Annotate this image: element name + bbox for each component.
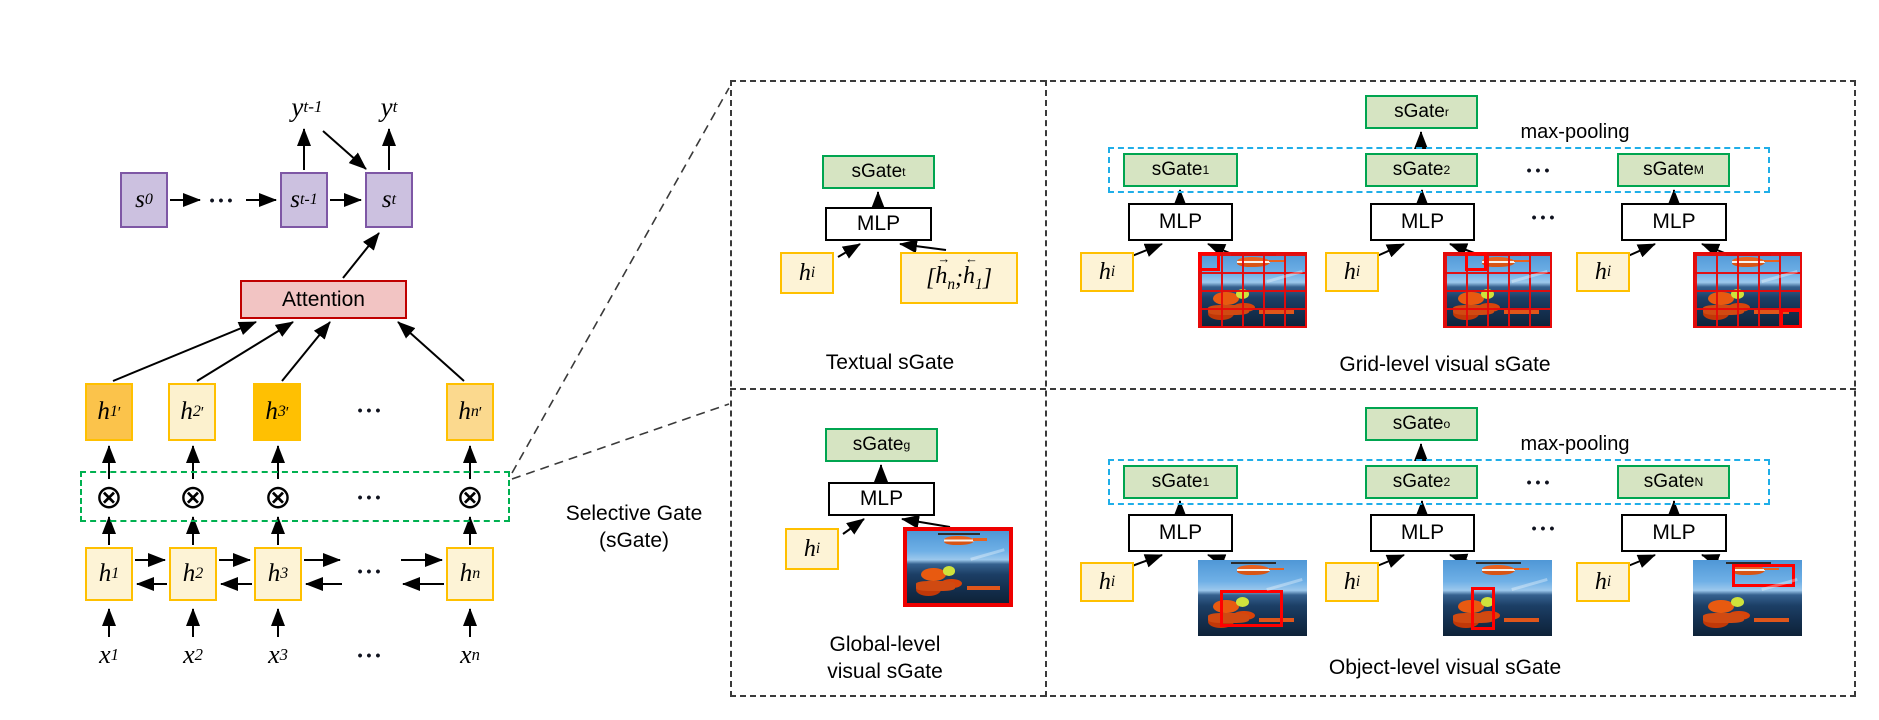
selective-gate-label: Selective Gate (sGate) (565, 502, 703, 552)
raft-shape (1702, 613, 1745, 624)
ellipsis-gates: ••• (357, 489, 385, 505)
attention-block: Attention (240, 280, 407, 319)
global-mlp: MLP (828, 482, 935, 516)
object-bounding-box (1219, 590, 1284, 627)
helicopter-shape (1726, 562, 1779, 576)
grid-mlp-1: MLP (1128, 203, 1233, 241)
grid-panel-caption: Grid-level visual sGate (1339, 352, 1551, 376)
grid-image-2 (1443, 252, 1552, 328)
panel-horizontal-divider (730, 388, 1856, 390)
lifejacket-shape (921, 568, 946, 582)
lifejacket-shape (1213, 599, 1240, 614)
textual-panel-caption: Textual sGate (825, 350, 955, 374)
multiply-gate-icon: ⊗ (264, 478, 292, 515)
helicopter-shape (1476, 562, 1529, 576)
helicopter-shape (1231, 562, 1284, 576)
textual-concat-node: [→hn;←h1] (900, 251, 1018, 304)
ellipsis-object-mlps: ••• (1531, 520, 1559, 536)
grid-overlay (1443, 252, 1552, 328)
ellipsis-decoder: ••• (209, 192, 237, 208)
helicopter-shape (938, 533, 987, 546)
object-pooling-dashed-box (1108, 459, 1770, 505)
grid-pooling-dashed-box (1108, 147, 1770, 193)
object-image-1 (1198, 560, 1307, 636)
global-image (903, 527, 1013, 607)
ellipsis-object-gates: ••• (1526, 474, 1554, 490)
left-vector-arrow-icon: ← (965, 251, 978, 267)
right-vector-arrow-icon: → (937, 251, 951, 267)
highlighted-grid-cell (1198, 252, 1220, 271)
grid-maxpooling-label: max-pooling (1520, 120, 1630, 143)
grid-image-3 (1693, 252, 1802, 328)
ellipsis-inputs: ••• (357, 647, 385, 663)
buoy-shape (1236, 597, 1250, 608)
object-image-3 (1693, 560, 1802, 636)
ellipsis-grid-mlps: ••• (1531, 209, 1559, 225)
object-mlp-2: MLP (1370, 514, 1475, 552)
ellipsis-grid-gates: ••• (1526, 162, 1554, 178)
selective-gate-dashed-box (80, 471, 510, 522)
buoy-shape (1481, 597, 1495, 608)
object-image-2 (1443, 560, 1552, 636)
object-mlp-1: MLP (1128, 514, 1233, 552)
grid-mlp-3: MLP (1621, 203, 1727, 241)
ellipsis-gated-hidden: ••• (357, 402, 385, 418)
highlighted-grid-cell (1780, 309, 1802, 328)
buoy-shape (942, 566, 955, 576)
multiply-gate-icon: ⊗ (456, 478, 484, 515)
global-panel-caption: Global-level visual sGate (827, 633, 943, 683)
grid-image-1 (1198, 252, 1307, 328)
object-maxpooling-label: max-pooling (1520, 432, 1630, 455)
object-bounding-box (1471, 587, 1496, 630)
grid-mlp-2: MLP (1370, 203, 1475, 241)
object-mlp-3: MLP (1621, 514, 1727, 552)
textual-mlp: MLP (825, 207, 932, 241)
ellipsis-hidden: ••• (357, 563, 385, 579)
raft-shape (1207, 613, 1250, 624)
multiply-gate-icon: ⊗ (179, 478, 207, 515)
buoy-shape (1731, 597, 1745, 608)
object-bounding-box (1732, 563, 1796, 587)
object-panel-caption: Object-level visual sGate (1328, 655, 1562, 679)
raft-shape (916, 581, 955, 591)
highlighted-grid-cell (1464, 252, 1487, 271)
multiply-gate-icon: ⊗ (95, 478, 123, 515)
lifejacket-shape (1708, 599, 1735, 614)
